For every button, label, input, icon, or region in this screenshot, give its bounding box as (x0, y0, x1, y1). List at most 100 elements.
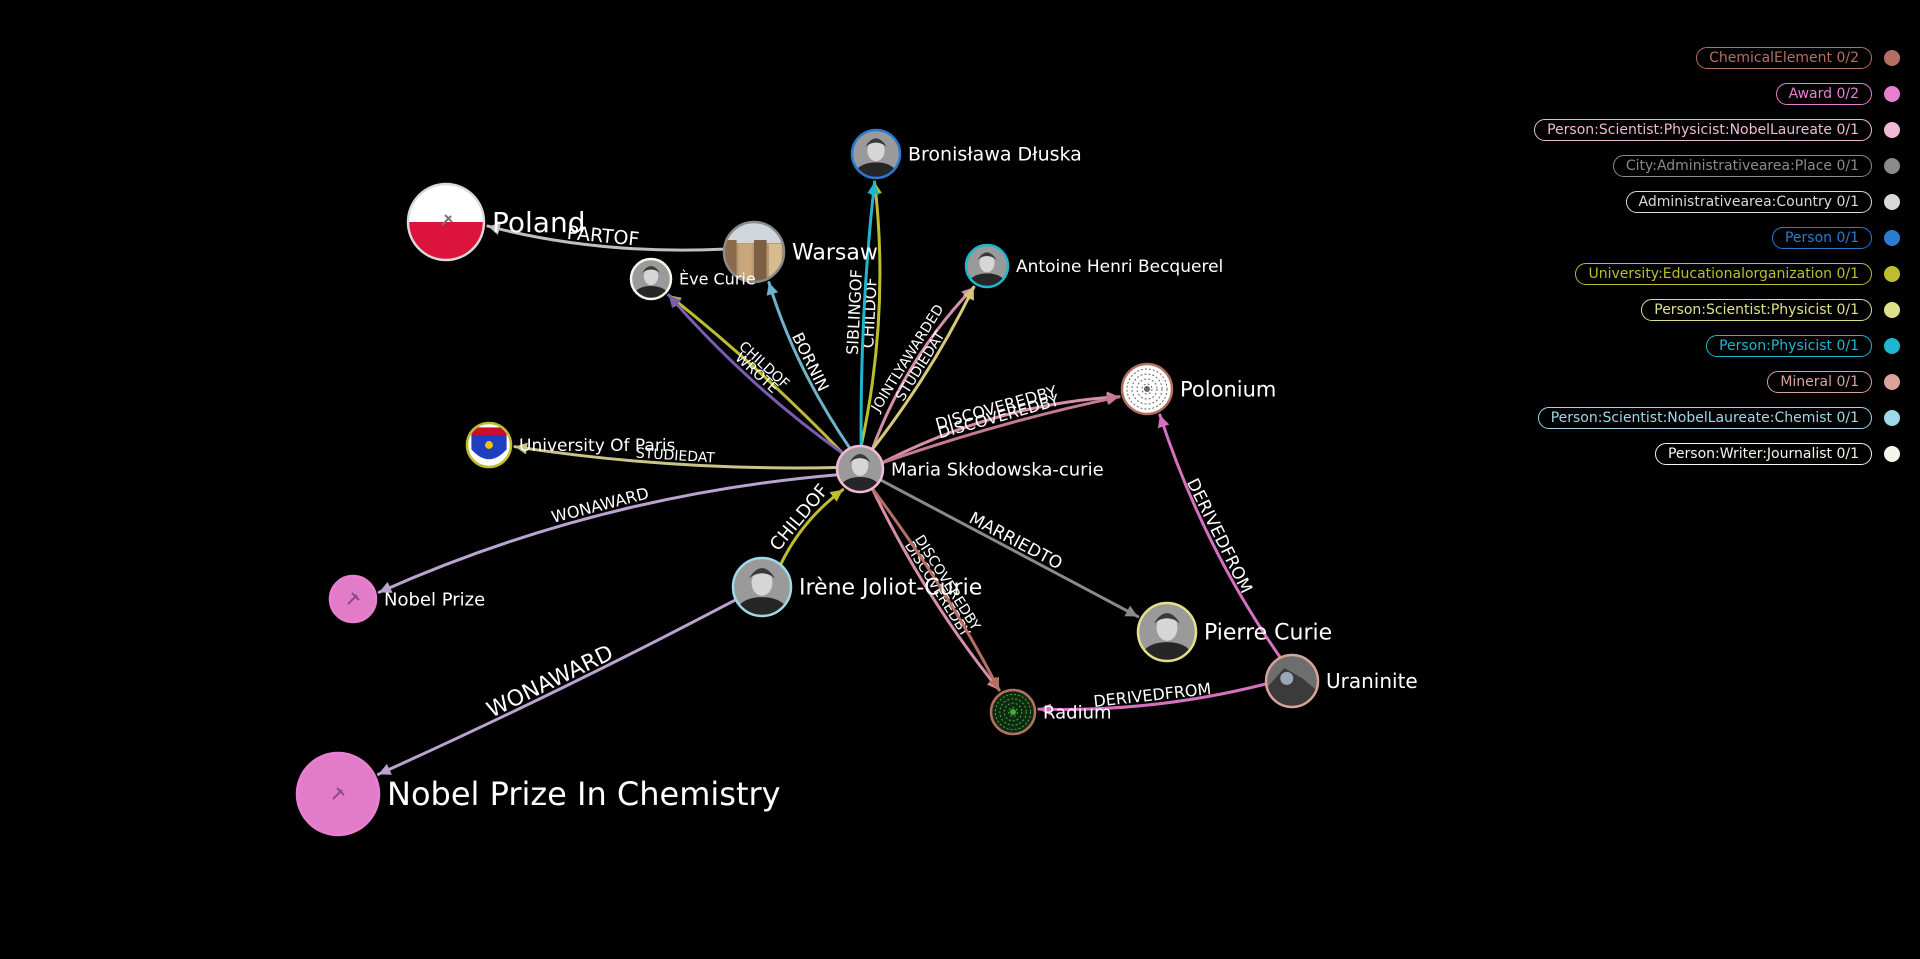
node-border[interactable] (989, 688, 1037, 736)
edge-line[interactable] (870, 285, 976, 452)
node-label: Poland (492, 206, 585, 239)
legend-item[interactable]: Person:Scientist:Physicist:NobelLaureate… (1480, 112, 1900, 148)
graph-node-nobel[interactable]: Nobel Prize (328, 574, 485, 624)
edge-line[interactable] (870, 285, 976, 452)
node-border[interactable] (722, 220, 786, 284)
edge-line[interactable] (667, 293, 845, 456)
edge-line[interactable] (513, 445, 839, 470)
legend-filter-button[interactable]: Person:Scientist:NobelLaureate:Chemist 0… (1537, 407, 1872, 429)
legend-filter-button[interactable]: Person:Writer:Journalist 0/1 (1654, 443, 1872, 465)
legend-item[interactable]: ChemicalElement 0/2 (1480, 40, 1900, 76)
pin-icon (297, 753, 379, 835)
graph-node-bronislawa[interactable]: Bronisława Dłuska (850, 128, 1082, 180)
edge-line[interactable] (377, 473, 840, 594)
graph-node-warsaw[interactable]: Warsaw (722, 220, 878, 292)
node-border[interactable] (406, 182, 486, 262)
legend-filter-button[interactable]: Administrativearea:Country 0/1 (1625, 191, 1872, 213)
graph-edge[interactable]: STUDIEDAT (513, 442, 839, 470)
node-border[interactable] (295, 751, 381, 837)
graph-node-chemistry[interactable]: Nobel Prize In Chemistry (295, 751, 781, 837)
graph-node-poland[interactable]: Poland (406, 182, 585, 262)
legend-color-dot (1884, 266, 1900, 282)
edge-line[interactable] (870, 486, 1001, 692)
legend-item[interactable]: Award 0/2 (1480, 76, 1900, 112)
node-label: Antoine Henri Becquerel (1016, 257, 1223, 277)
legend-filter-button[interactable]: ChemicalElement 0/2 (1696, 47, 1872, 69)
edge-label: WONAWARD (549, 484, 650, 527)
graph-node-maria[interactable]: Maria Skłodowska-curie (835, 444, 1104, 494)
graph-edge[interactable]: BORNIN (766, 281, 852, 450)
edge-line[interactable] (1037, 682, 1268, 711)
edge-line[interactable] (767, 281, 852, 450)
edge-line[interactable] (859, 180, 877, 448)
node-label: Nobel Prize In Chemistry (387, 775, 781, 813)
node-border[interactable] (629, 257, 673, 301)
edge-label: CHILDOF (766, 480, 833, 555)
legend-item[interactable]: City:Administrativearea:Place 0/1 (1480, 148, 1900, 184)
edge-arrowhead (379, 581, 393, 593)
legend-filter-button[interactable]: Person:Physicist 0/1 (1706, 335, 1872, 357)
edge-arrowhead (487, 223, 501, 235)
graph-node-irene[interactable]: Irène Joliot-Curie (731, 556, 982, 618)
element-icon (991, 690, 1035, 734)
legend-item[interactable]: Person:Writer:Journalist 0/1 (1480, 436, 1900, 472)
edge-label: SIBLINGOF (843, 269, 866, 356)
edge-line[interactable] (859, 180, 882, 448)
edge-arrowhead (514, 442, 528, 455)
legend-item[interactable]: Mineral 0/1 (1480, 364, 1900, 400)
edge-arrowhead (378, 763, 392, 775)
graph-node-becquerel[interactable]: Antoine Henri Becquerel (964, 243, 1223, 289)
node-label: Radium (1043, 702, 1112, 723)
graph-node-radium[interactable]: Radium (989, 688, 1112, 736)
portrait-icon (1138, 603, 1196, 661)
edge-arrowhead (988, 676, 1000, 690)
legend-item[interactable]: Person:Physicist 0/1 (1480, 328, 1900, 364)
legend-filter-button[interactable]: Person:Scientist:Physicist 0/1 (1641, 299, 1872, 321)
edge-line[interactable] (486, 224, 726, 252)
graph-node-paris[interactable]: University Of Paris (465, 421, 676, 469)
node-border[interactable] (850, 128, 902, 180)
legend-filter-button[interactable]: Award 0/2 (1775, 83, 1872, 105)
graph-edge[interactable]: WONAWARD (376, 598, 738, 776)
node-label: Ève Curie (679, 270, 756, 289)
node-border[interactable] (328, 574, 378, 624)
legend-color-dot (1884, 410, 1900, 426)
node-border[interactable] (465, 421, 513, 469)
legend-item[interactable]: Person:Scientist:Physicist 0/1 (1480, 292, 1900, 328)
legend-color-dot (1884, 302, 1900, 318)
legend-item[interactable]: Administrativearea:Country 0/1 (1480, 184, 1900, 220)
edge-line[interactable] (1158, 413, 1282, 660)
graph-edge[interactable]: CHILDOF (766, 480, 845, 567)
graph-edge[interactable]: SIBLINGOF (843, 180, 880, 448)
legend-item[interactable]: Person 0/1 (1480, 220, 1900, 256)
graph-node-polonium[interactable]: Polonium (1120, 362, 1276, 416)
legend-filter-button[interactable]: Mineral 0/1 (1767, 371, 1872, 393)
legend-item[interactable]: Person:Scientist:NobelLaureate:Chemist 0… (1480, 400, 1900, 436)
legend-filter-button[interactable]: City:Administrativearea:Place 0/1 (1612, 155, 1872, 177)
edge-line[interactable] (376, 598, 738, 776)
legend-color-dot (1884, 230, 1900, 246)
node-border[interactable] (731, 556, 793, 618)
edge-arrowhead (1106, 393, 1120, 406)
edge-line[interactable] (870, 486, 1001, 692)
legend-item[interactable]: University:Educationalorganization 0/1 (1480, 256, 1900, 292)
node-border[interactable] (1264, 653, 1320, 709)
node-border[interactable] (964, 243, 1010, 289)
legend-filter-button[interactable]: University:Educationalorganization 0/1 (1575, 263, 1872, 285)
edge-line[interactable] (878, 478, 1140, 619)
node-label: Maria Skłodowska-curie (891, 459, 1104, 480)
legend-filter-button[interactable]: Person:Scientist:Physicist:NobelLaureate… (1534, 119, 1872, 141)
graph-node-eve[interactable]: Ève Curie (629, 257, 756, 301)
edge-line[interactable] (880, 395, 1121, 465)
graph-node-pierre[interactable]: Pierre Curie (1136, 601, 1332, 663)
edge-line[interactable] (667, 293, 845, 456)
node-border[interactable] (1136, 601, 1198, 663)
mineral-photo-icon (1266, 655, 1318, 707)
edge-line[interactable] (880, 395, 1121, 465)
node-border[interactable] (835, 444, 885, 494)
legend-filter-button[interactable]: Person 0/1 (1771, 227, 1872, 249)
graph-node-uraninite[interactable]: Uraninite (1264, 653, 1418, 709)
node-border[interactable] (1120, 362, 1174, 416)
